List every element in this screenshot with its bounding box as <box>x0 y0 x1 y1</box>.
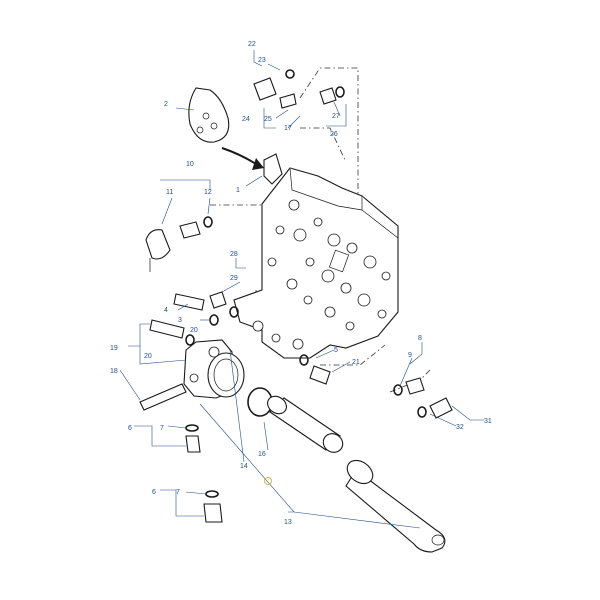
callout-18: 18 <box>110 368 118 375</box>
callout-32: 32 <box>456 424 464 431</box>
callout-6-lower: 6 <box>152 489 156 496</box>
callout-7-lower: 7 <box>176 489 180 496</box>
callout-highlight-marker <box>264 477 272 485</box>
filter-bowl <box>345 459 446 553</box>
callout-1: 1 <box>236 187 240 194</box>
callout-12: 12 <box>204 189 212 196</box>
callout-22: 22 <box>248 41 256 48</box>
callout-11: 11 <box>166 189 173 196</box>
callout-10: 10 <box>186 161 194 168</box>
filter-element <box>247 387 344 453</box>
callout-20-lower: 20 <box>144 353 152 360</box>
callout-14: 14 <box>240 463 248 470</box>
callout-19: 19 <box>110 345 118 352</box>
valve-block-housing <box>233 167 399 359</box>
callout-5: 5 <box>334 347 338 354</box>
callout-6-upper: 6 <box>128 425 132 432</box>
callout-13: 13 <box>284 519 292 526</box>
leader-lines <box>119 50 484 529</box>
callout-labels: 22 23 24 25 17 27 26 2 1 10 11 12 28 29 … <box>110 41 492 526</box>
callout-20-upper: 20 <box>190 327 198 334</box>
small-fittings <box>139 69 453 523</box>
callout-21: 21 <box>352 359 360 366</box>
callout-17: 17 <box>284 125 292 132</box>
callout-29: 29 <box>230 275 238 282</box>
callout-7-upper: 7 <box>160 425 164 432</box>
callout-9: 9 <box>408 352 412 359</box>
callout-8: 8 <box>418 335 422 342</box>
filter-head <box>183 339 245 399</box>
callout-16: 16 <box>258 451 266 458</box>
callout-25: 25 <box>264 116 272 123</box>
callout-23: 23 <box>258 57 266 64</box>
callout-31: 31 <box>484 418 492 425</box>
callout-26: 26 <box>330 131 338 138</box>
callout-3: 3 <box>178 317 182 324</box>
callout-4: 4 <box>164 307 168 314</box>
callout-28-upper: 28 <box>230 251 238 258</box>
callout-24: 24 <box>242 116 250 123</box>
callout-27: 27 <box>332 113 340 120</box>
callout-2: 2 <box>164 101 168 108</box>
